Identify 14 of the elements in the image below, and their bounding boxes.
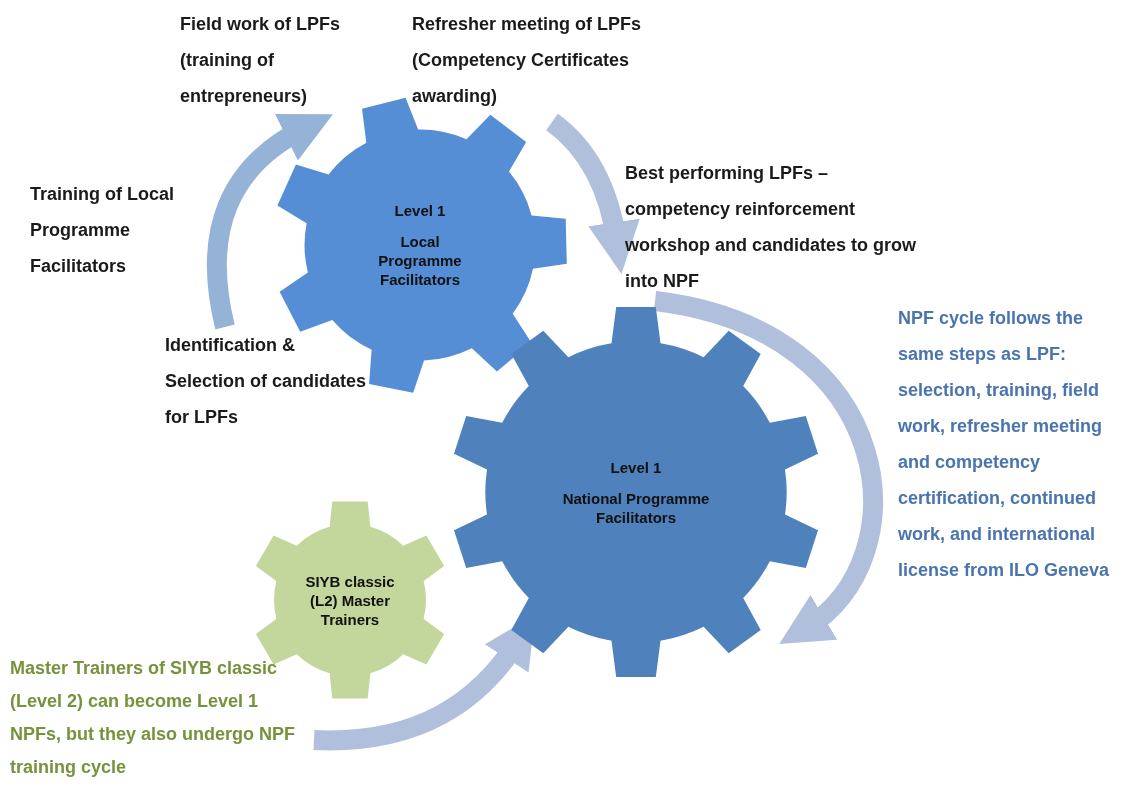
gear-label: Local Programme Facilitators (377, 232, 463, 289)
step-text: Best performing LPFs – competency reinforcement workshop and candidates to grow into NPF (625, 162, 918, 293)
gear-label: Level 1 (394, 201, 446, 220)
curved-arrow (545, 114, 640, 274)
gear-label: National Programme Facilitators (561, 488, 711, 527)
step-text: Training of Local Programme Facilitators (30, 183, 175, 278)
step-text: Identification & Selection of candidates for LPFs (165, 334, 368, 429)
gear-label: Level 1 (610, 457, 662, 477)
step-text: Refresher meeting of LPFs (Competency Certificates awarding) (412, 13, 643, 108)
step-text: Master Trainers of SIYB classic (Level 2) can become Level 1 NPFs, but they also undergo NPF training cycle (10, 657, 297, 779)
curved-arrow (206, 112, 333, 330)
step-text: NPF cycle follows the same steps as LPF: selection, training, field work, refresher meeting and competency certification, continued work, and international license from ILO Geneva (898, 307, 1111, 582)
step-text: Field work of LPFs (training of entrepreneurs) (180, 13, 341, 108)
gear-label: SIYB classic (L2) Master Trainers (304, 571, 396, 629)
